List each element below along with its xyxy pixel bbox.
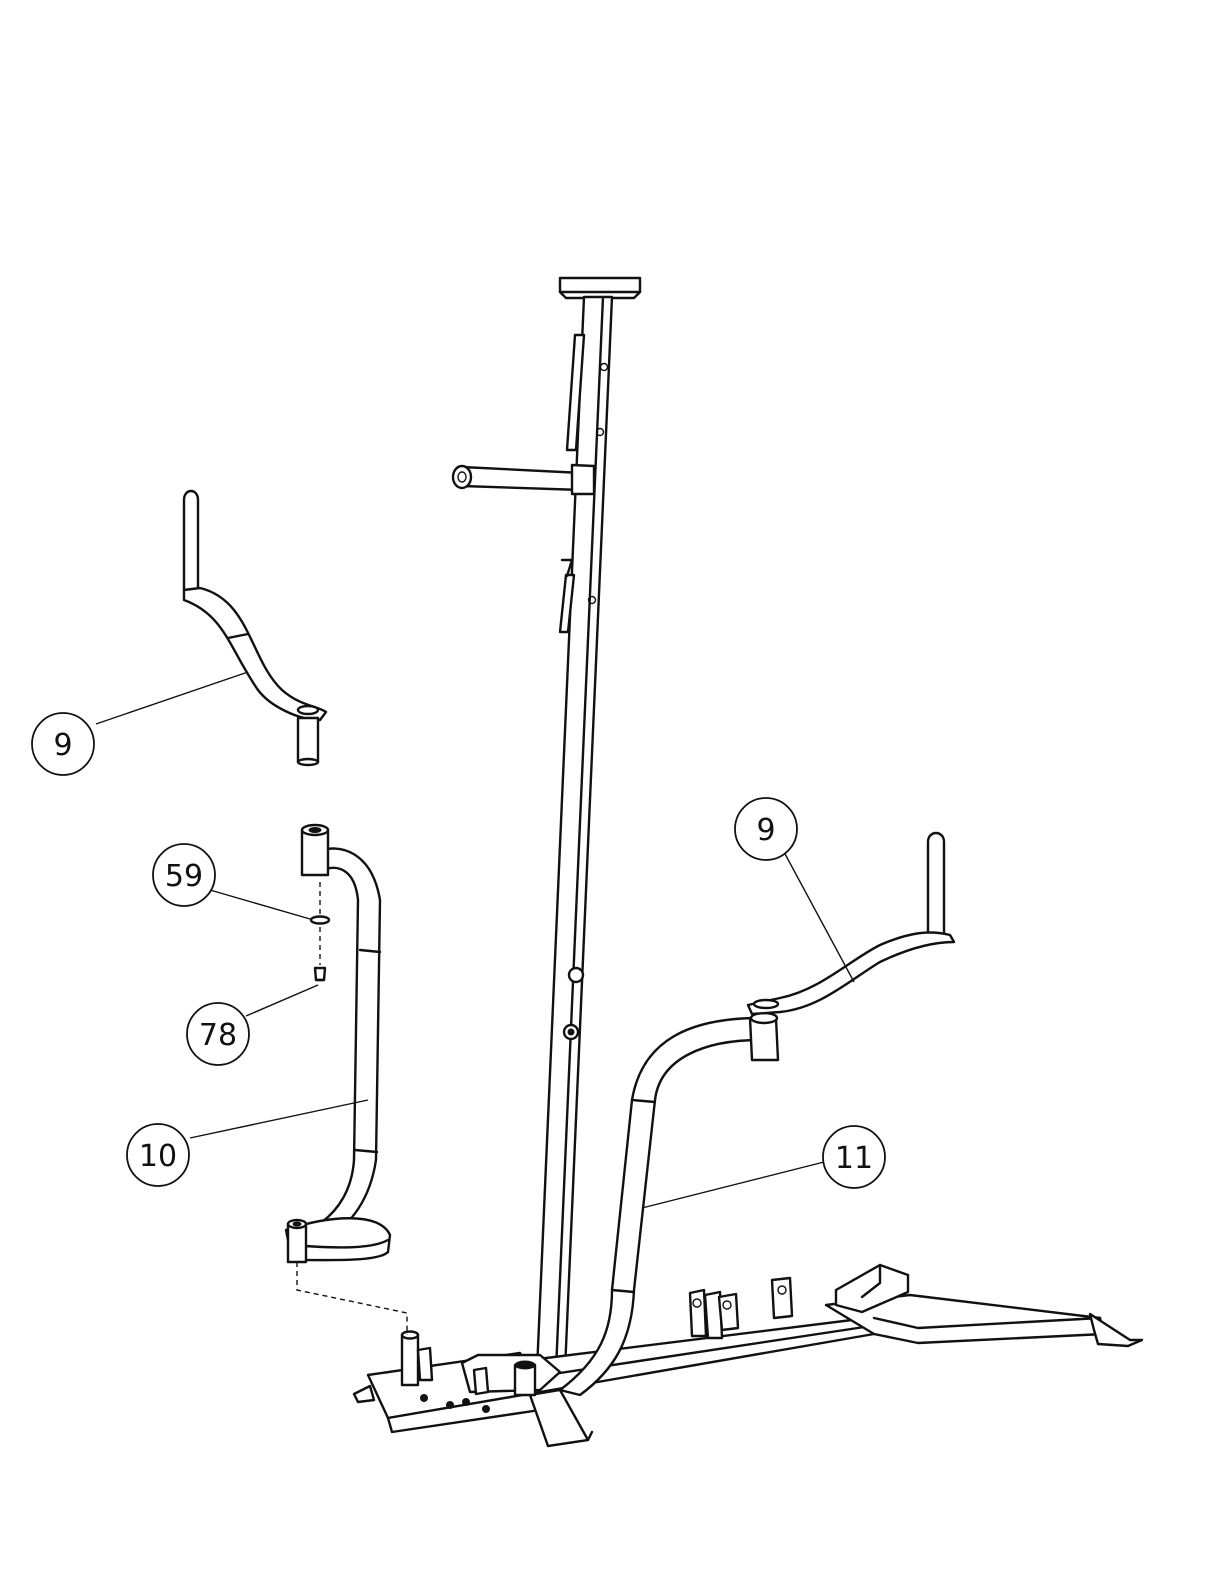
part-9-right-handle	[748, 833, 954, 1014]
bolt-78	[315, 968, 325, 980]
callout-label: 9	[53, 728, 72, 763]
leader-lines	[96, 672, 854, 1208]
callout-label: 78	[199, 1018, 237, 1053]
callout-9-left: 9	[32, 713, 94, 775]
callout-label: 59	[165, 859, 203, 894]
washer-59	[311, 917, 329, 924]
part-10-left-arm-tube	[286, 825, 390, 1262]
callout-9-right: 9	[735, 798, 797, 860]
hardware-washer-and-bolt	[311, 882, 329, 980]
callout-label: 10	[139, 1139, 177, 1174]
assembly-guide-line	[297, 1262, 407, 1335]
part-9-left-handle	[184, 491, 326, 765]
callout-10: 10	[127, 1124, 189, 1186]
callout-11: 11	[823, 1126, 885, 1188]
callout-label: 9	[756, 813, 775, 848]
callout-label: 11	[835, 1141, 873, 1176]
base-frame	[354, 1265, 1142, 1446]
callout-78: 78	[187, 1003, 249, 1065]
main-upright-mast	[453, 278, 640, 1370]
callout-59: 59	[153, 844, 215, 906]
